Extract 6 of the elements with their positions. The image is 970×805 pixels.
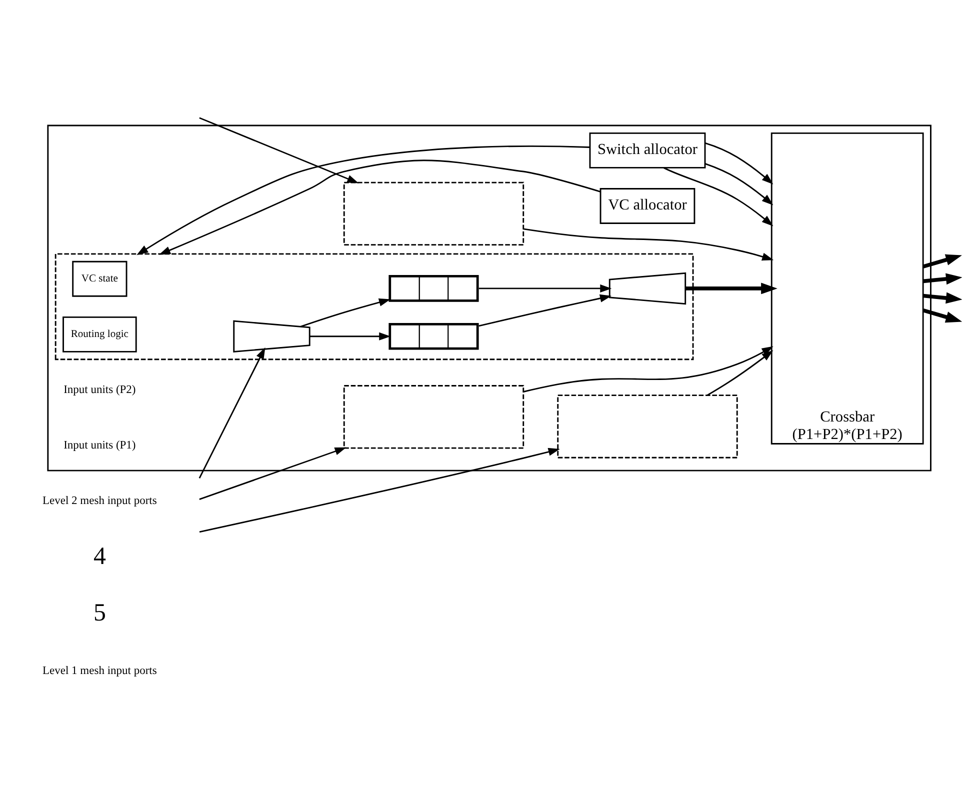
label: Input units (P1) <box>64 439 136 452</box>
label: Input units (P2) <box>64 384 136 396</box>
label: Level 1 mesh input ports <box>42 664 157 676</box>
label: 5 <box>93 598 106 626</box>
label: Level 2 mesh input ports <box>42 494 157 507</box>
label: 4 <box>93 542 106 570</box>
